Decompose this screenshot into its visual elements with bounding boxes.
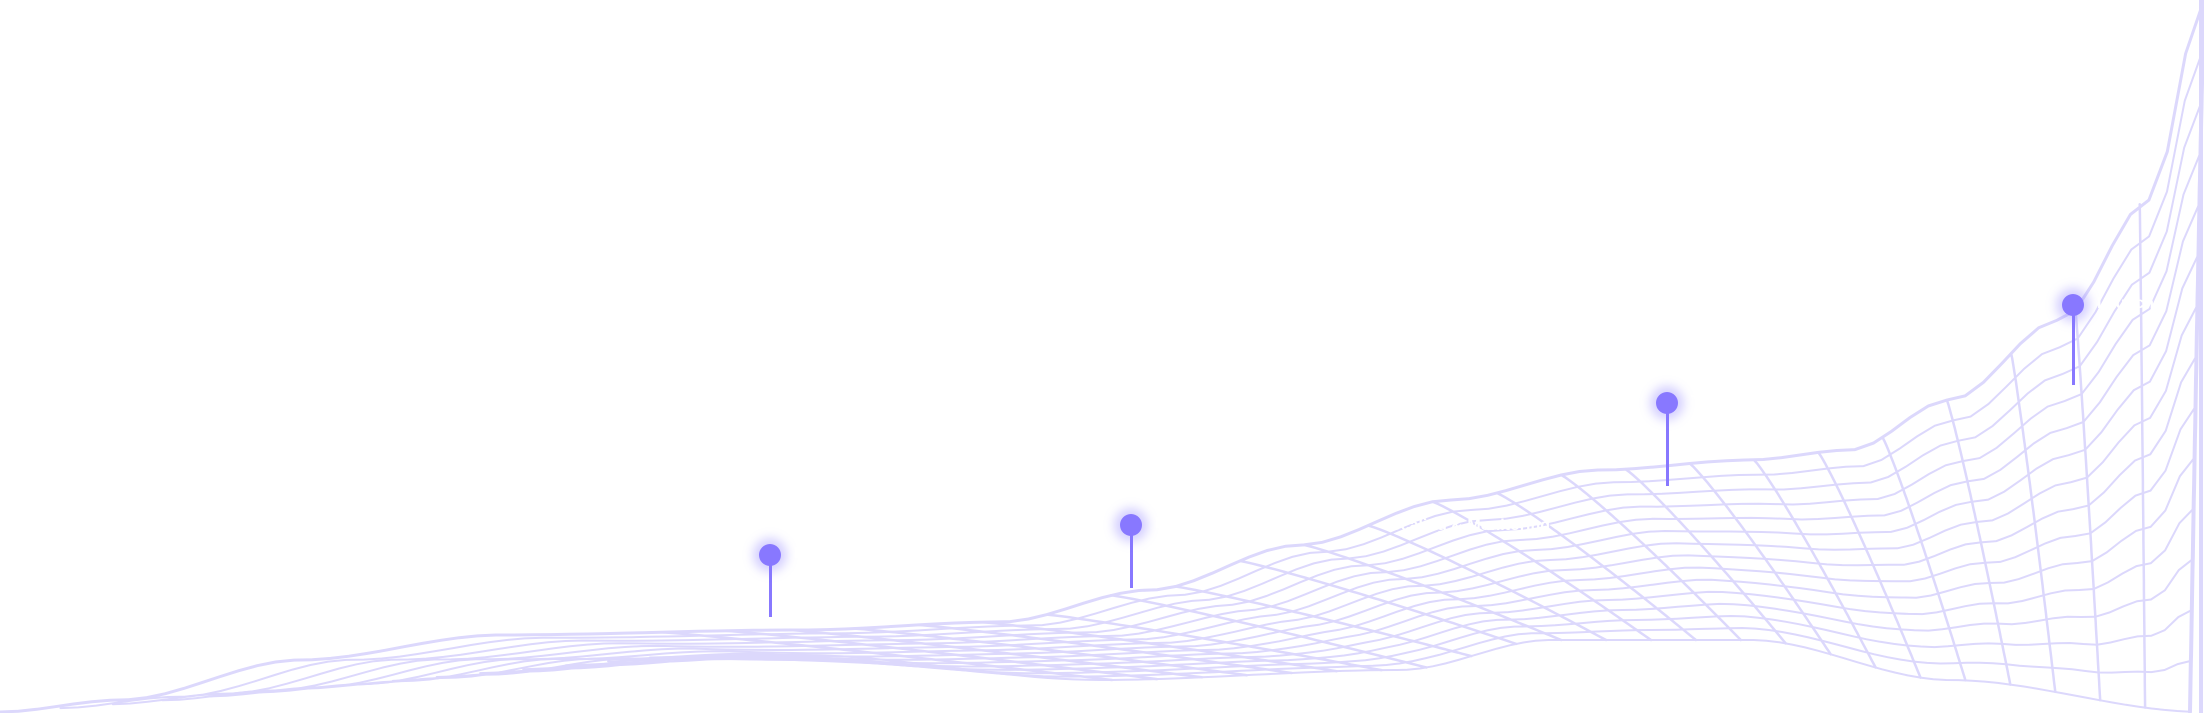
mesh-column-line: [1302, 543, 1563, 642]
pin-stem: [2071, 305, 2075, 385]
mesh-row-line: [209, 202, 2201, 698]
milestone-label: Launch: [2097, 295, 2154, 312]
mesh-column-line: [1624, 467, 1788, 645]
mesh-row-line: [522, 558, 2194, 671]
pin-dot-icon: [2062, 294, 2084, 316]
mesh-column-line: [788, 628, 1204, 679]
mesh-column-line: [1174, 585, 1473, 658]
mesh-column-line: [1881, 436, 1967, 682]
mesh-row-line: [302, 304, 2199, 690]
mesh-column-line: [1817, 451, 1922, 679]
mesh-column-line: [1109, 594, 1428, 669]
mesh-column-line: [2138, 203, 2147, 709]
mesh-column-line: [1945, 398, 2012, 686]
pin-stem: [1129, 525, 1133, 588]
mesh-row-line: [607, 626, 2192, 678]
pin-dot-icon: [1656, 392, 1678, 414]
mesh-column-line: [981, 620, 1338, 673]
mesh-column-line: [1045, 613, 1383, 672]
milestone-label: Scaling & Monitoring: [1390, 517, 1550, 534]
pin-dot-icon: [759, 544, 781, 566]
mesh-column-line: [1367, 524, 1608, 642]
mesh-column-line: [917, 623, 1293, 675]
mesh-column-line: [1431, 500, 1653, 642]
mesh-column-line: [659, 630, 1114, 682]
mesh-row-line: [649, 639, 2191, 713]
mesh-row-line: [161, 151, 2202, 702]
mesh-column-line: [1238, 559, 1518, 646]
mesh-row-line: [564, 609, 2193, 675]
milestone-label: Testing: [1691, 393, 1747, 410]
mesh-row-line: [347, 354, 2198, 686]
mesh-row-line: [256, 253, 2200, 694]
mesh-column-line: [2009, 352, 2057, 694]
pin-stem: [768, 555, 772, 617]
mesh-column-line: [2074, 309, 2102, 702]
mesh-column-line: [852, 627, 1249, 677]
mesh-column-line: [724, 629, 1159, 681]
mesh-column-line: [1495, 491, 1698, 642]
mesh-column-line: [1559, 473, 1743, 642]
mesh-row-line: [59, 49, 2204, 710]
milestone-label: Development: [1155, 515, 1256, 532]
mesh-column-line: [1688, 462, 1832, 656]
pin-dot-icon: [1120, 514, 1142, 536]
mesh-row-line: [111, 100, 2203, 706]
pin-stem: [1665, 403, 1669, 486]
milestone-label: Planning: [794, 545, 862, 562]
mesh-column-line: [1752, 458, 1877, 669]
